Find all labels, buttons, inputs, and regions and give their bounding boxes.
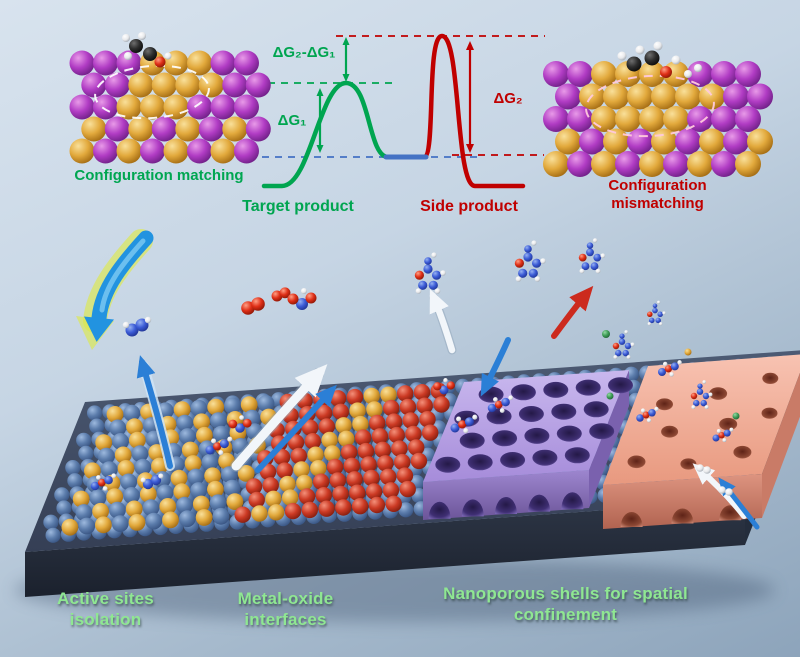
purple-block-pores bbox=[428, 377, 633, 519]
salmon-block-pores bbox=[620, 372, 779, 528]
transition-arrow bbox=[76, 229, 154, 350]
target-product-curve bbox=[261, 80, 391, 189]
arrowhead bbox=[466, 41, 474, 50]
panel-nanoporous-shell-purple bbox=[423, 370, 633, 520]
arrowhead bbox=[316, 145, 324, 153]
panel-active-sites-isolation bbox=[61, 395, 278, 536]
side-product-arrow-red bbox=[551, 285, 594, 339]
gas-molecules bbox=[90, 238, 740, 496]
pore-escape-arrow-white bbox=[429, 288, 456, 354]
inset-configuration-mismatching-surface bbox=[543, 61, 773, 177]
salmon-block-right-face bbox=[762, 372, 800, 518]
mismatching-site-dashed-ellipse bbox=[585, 74, 715, 138]
side-product-curve bbox=[421, 33, 526, 189]
matching-site-dashed-ellipse bbox=[94, 64, 210, 120]
pore-entry-arrow-blue bbox=[480, 337, 511, 397]
purple-block-right-face bbox=[589, 370, 629, 508]
inset-configuration-matching-surface bbox=[69, 50, 271, 164]
arrowhead bbox=[342, 74, 350, 82]
interface-arrow-white bbox=[231, 364, 328, 471]
arrowhead bbox=[316, 88, 324, 96]
adsorbate-molecule-matching bbox=[122, 32, 172, 68]
adsorbate-molecule-mismatching bbox=[617, 41, 702, 78]
energy-diagram bbox=[261, 33, 545, 189]
platform-front-face bbox=[25, 500, 745, 597]
arrowhead bbox=[342, 37, 350, 45]
interface-arrow-blue bbox=[255, 384, 337, 473]
reaction-arrows bbox=[136, 285, 760, 530]
salmon-arrow-blue bbox=[718, 477, 760, 530]
arrowhead bbox=[466, 144, 474, 153]
desorption-arrow-panel1 bbox=[136, 355, 173, 469]
